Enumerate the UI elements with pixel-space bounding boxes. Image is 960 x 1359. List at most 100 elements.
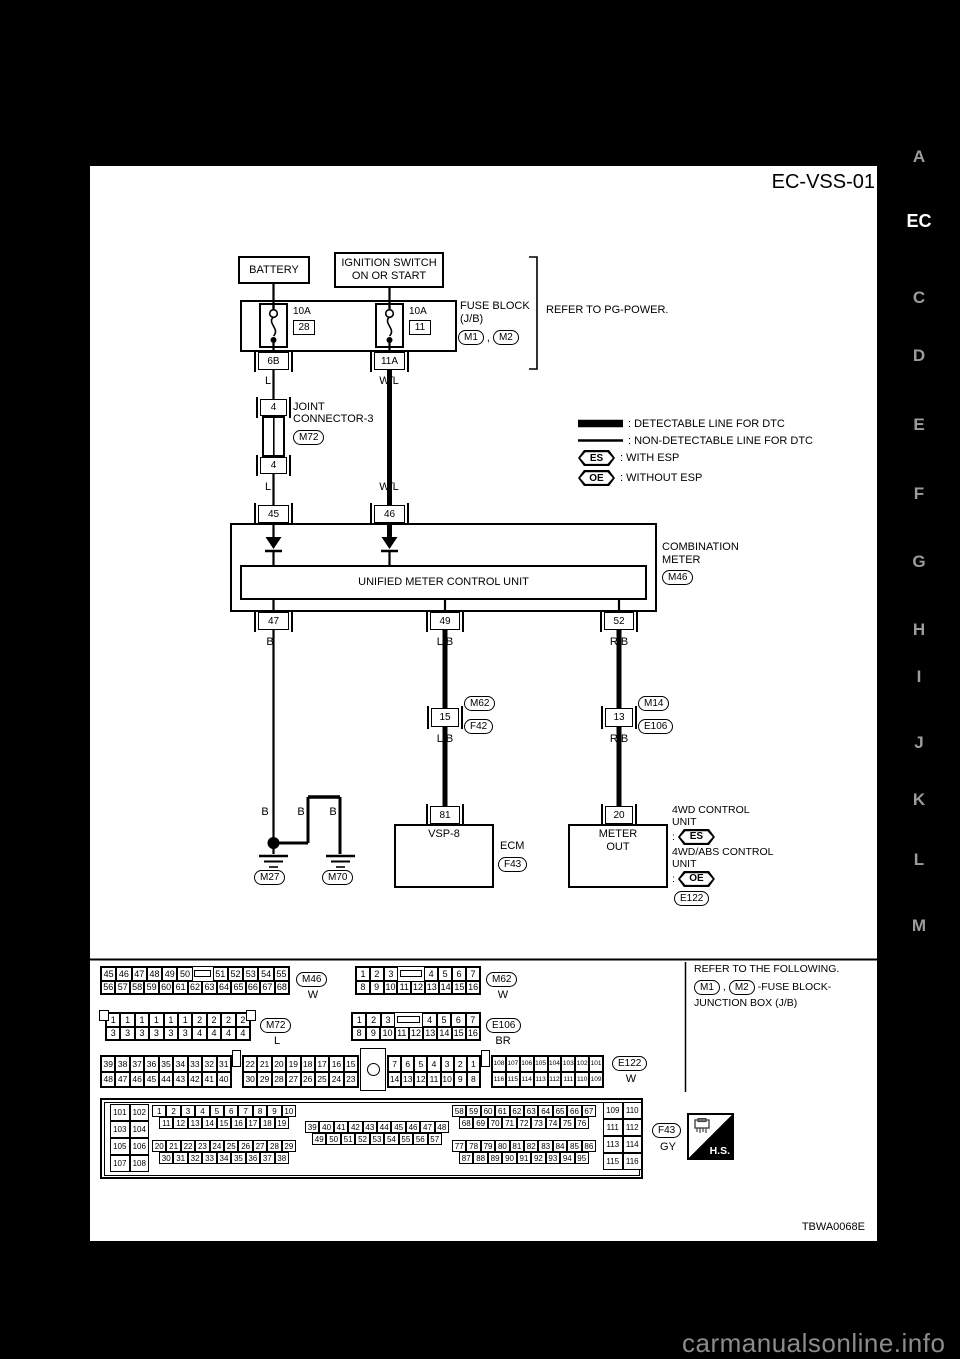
pin-cell: 75 <box>560 1117 575 1129</box>
pin-cell: 47 <box>115 1071 130 1087</box>
pin-cell: 34 <box>216 1152 232 1164</box>
pin-cell: 5 <box>209 1105 225 1117</box>
colon: : <box>672 831 675 843</box>
margin-letter: J <box>914 733 924 752</box>
pin-cell: 12 <box>173 1117 188 1129</box>
refer-pg-power-note: REFER TO PG-POWER. <box>546 304 669 316</box>
e122-tab-1 <box>232 1050 241 1067</box>
joint-terminal-in-label: 4 <box>270 402 277 413</box>
pin-cell: 63 <box>524 1105 539 1117</box>
pin-cell: 107 <box>110 1155 130 1172</box>
pin-cell: 28 <box>267 1140 282 1152</box>
page-title: EC-VSS-01 <box>771 171 875 193</box>
pin-cell: 60 <box>480 1105 496 1117</box>
pin-cell: 40 <box>216 1071 231 1087</box>
pin-cell: 70 <box>487 1117 503 1129</box>
terminal-13: 13 <box>601 706 637 729</box>
pin-cell: 76 <box>574 1117 589 1129</box>
terminal-15-label: 15 <box>439 712 451 723</box>
pin-cell: 57 <box>115 980 130 994</box>
pin-cell: 26 <box>238 1140 253 1152</box>
pin-cell: 73 <box>531 1117 546 1129</box>
e122-center-mount-cell <box>360 1048 386 1091</box>
figure-code: TBWA0068E <box>801 1221 865 1233</box>
margin-letter: C <box>912 288 926 307</box>
connector-glyph-icon <box>694 1118 710 1133</box>
connector-ref-m62: M62 <box>464 696 496 711</box>
pin-cell: 2 <box>192 1013 207 1027</box>
pinout-label-m46: M46 <box>296 972 328 987</box>
pin-cell: 42 <box>187 1071 203 1087</box>
pin-cell: 25 <box>314 1071 330 1087</box>
pinout-color-e106: BR <box>495 1035 511 1047</box>
pin-cell: 86 <box>581 1140 597 1152</box>
pin-cell: 66 <box>567 1105 582 1117</box>
fuse-28-box <box>259 303 288 348</box>
pin-cell: 61 <box>495 1105 510 1117</box>
pin-cell: 15 <box>451 1026 466 1040</box>
combination-meter-label-line2: METER <box>662 554 701 566</box>
joint-connector-label-line2: CONNECTOR-3 <box>293 413 374 425</box>
pin-cell: 43 <box>362 1121 378 1133</box>
locking-tab-cell <box>395 1013 422 1027</box>
fuse-dots <box>270 337 393 343</box>
connector-ref-f42: F42 <box>464 719 494 734</box>
pin-cell: 20 <box>271 1056 287 1072</box>
wire-color-b: B <box>266 636 274 648</box>
pin-cell: 46 <box>129 1071 145 1087</box>
pin-cell: 3 <box>120 1026 135 1040</box>
pin-cell: 1 <box>466 1056 480 1072</box>
pin-cell: 57 <box>427 1133 442 1145</box>
pin-cell: 112 <box>547 1071 562 1087</box>
pin-cell: 54 <box>258 967 274 981</box>
pin-cell: 2 <box>453 1056 467 1072</box>
connector-ref-m46: M46 <box>662 570 694 585</box>
battery-box: BATTERY <box>238 256 310 284</box>
pinout-label-m72: M72 <box>260 1018 292 1033</box>
pin-cell: 60 <box>158 980 174 994</box>
colon: : <box>672 873 675 885</box>
pin-cell: 67 <box>260 980 275 994</box>
m72-end-tab-left <box>99 1010 109 1021</box>
pin-cell: 10 <box>440 1071 454 1087</box>
pin-cell: 4 <box>195 1105 210 1117</box>
pin-cell: 13 <box>423 1026 438 1040</box>
pin-cell: 104 <box>129 1121 149 1138</box>
pin-cell: 42 <box>348 1121 363 1133</box>
pin-cell: 52 <box>227 967 244 981</box>
pin-cell: 52 <box>355 1133 370 1145</box>
pin-cell: 85 <box>567 1140 582 1152</box>
margin-letter: H <box>912 620 926 639</box>
fuse-11-rating: 10A <box>409 306 427 317</box>
combination-meter-label-line1: COMBINATION <box>662 541 739 553</box>
es-hexagon: ES <box>677 829 715 845</box>
terminal-11a-label: 11A <box>380 355 399 367</box>
pin-cell: 2 <box>366 1013 381 1027</box>
pin-cell: 2 <box>206 1013 222 1027</box>
4wd-control-unit-line1: 4WD CONTROL <box>672 804 750 816</box>
pinout-color-m46: W <box>307 989 319 1001</box>
joint-terminal-out-label: 4 <box>270 460 277 471</box>
pin-cell: 16 <box>465 1026 480 1040</box>
margin-letter: E <box>913 415 925 434</box>
pin-cell: 112 <box>622 1119 642 1136</box>
pin-cell: 24 <box>209 1140 225 1152</box>
pinout-color-f43: GY <box>660 1141 676 1153</box>
pin-cell: 45 <box>101 967 117 981</box>
pin-cell: 18 <box>300 1056 315 1072</box>
fuse-block-box <box>240 300 457 352</box>
pinout-color-e122: W <box>625 1073 637 1085</box>
connector-ref-m70: M70 <box>322 870 354 885</box>
pin-cell: 53 <box>369 1133 385 1145</box>
pin-cell: 14 <box>202 1117 217 1129</box>
